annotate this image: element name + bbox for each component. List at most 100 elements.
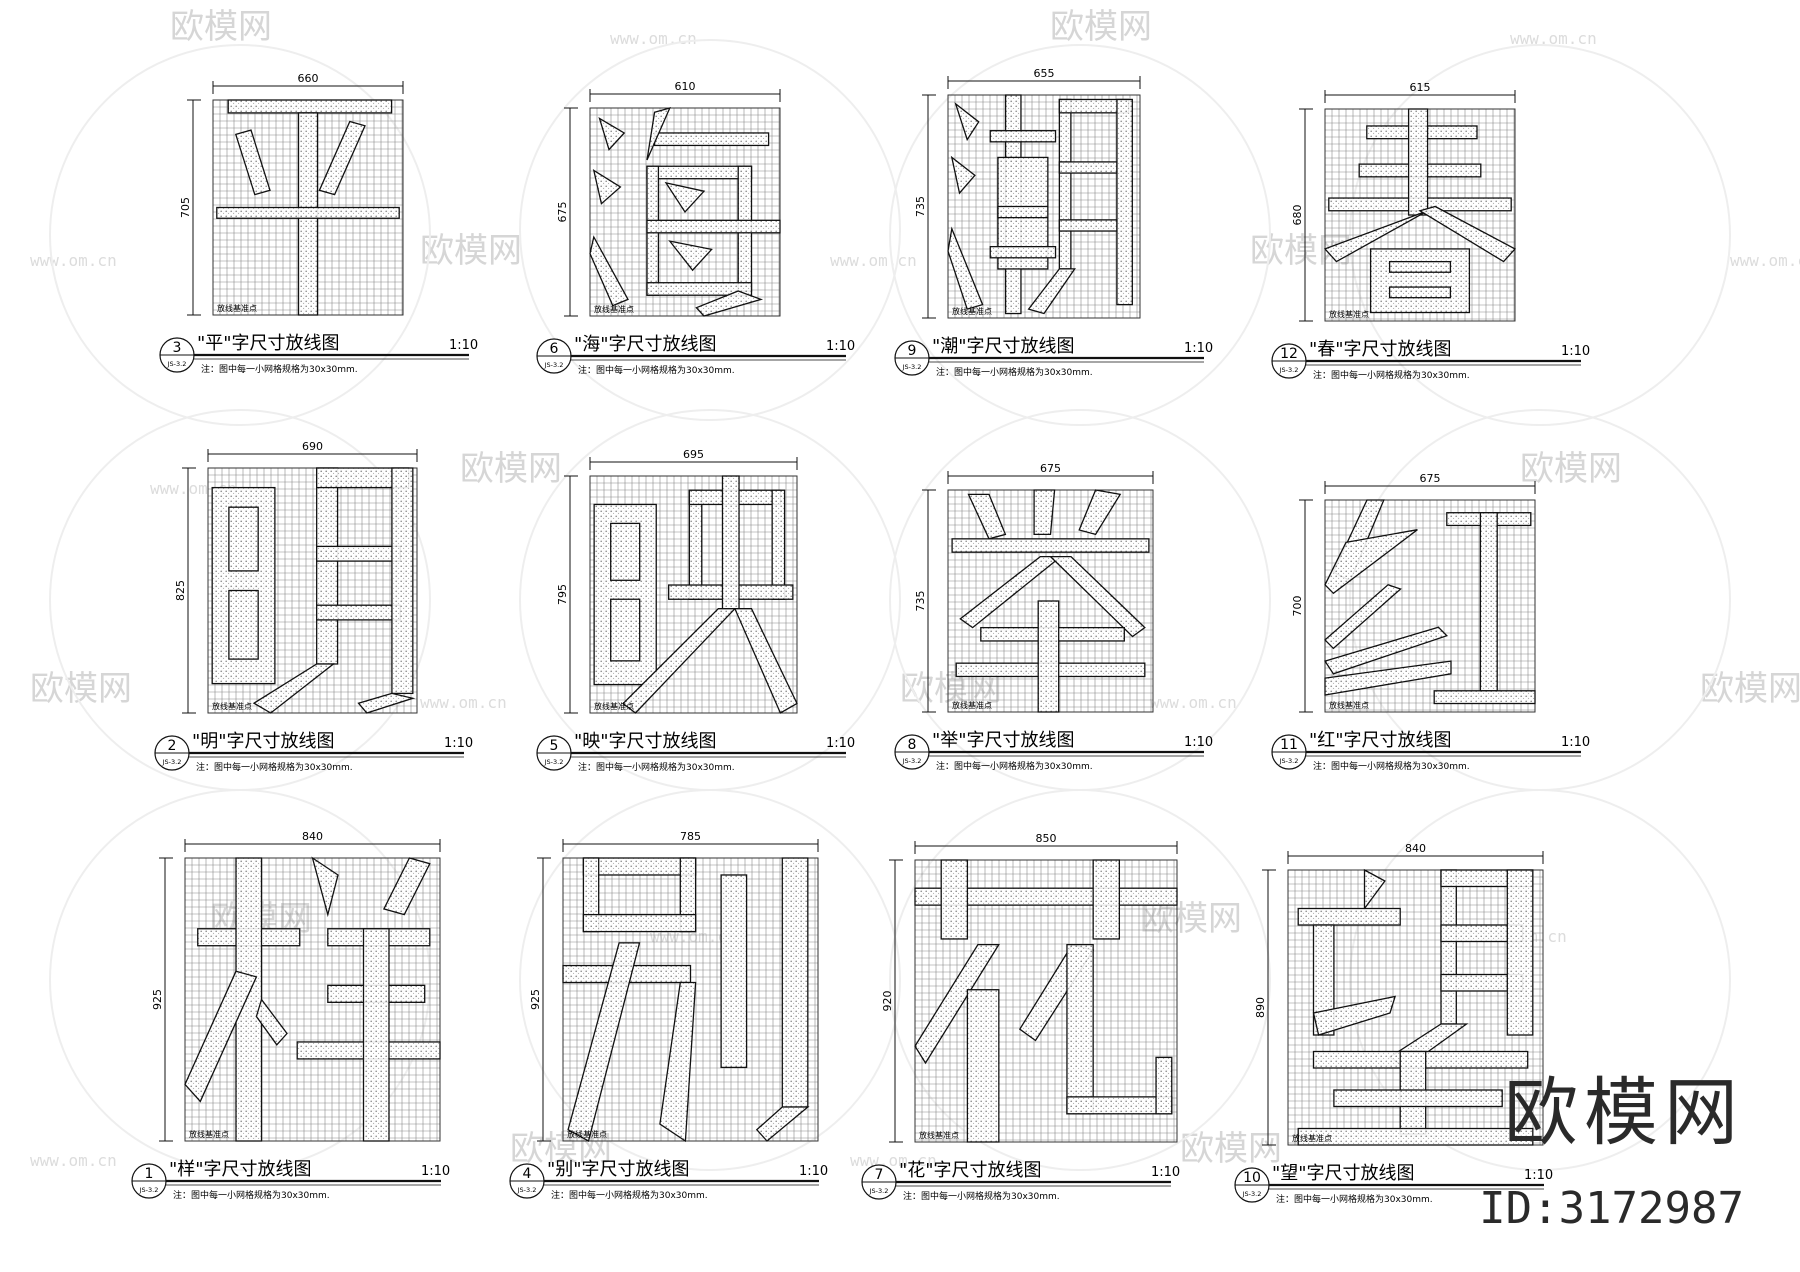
grid-note: 注：图中每一小网格规格为30x30mm. [903, 1190, 1060, 1202]
detail-number: 7 [875, 1167, 884, 1183]
stroke-segment [989, 245, 1057, 259]
watermark-url-faint: www.om.cn [30, 251, 117, 270]
stroke-segment [646, 282, 753, 296]
width-dimension: 610 [675, 80, 696, 93]
panel-title: "平"字尺寸放线图 [197, 333, 340, 354]
watermark-arc [889, 44, 1271, 426]
origin-label: 放线基准点 [217, 303, 257, 313]
sheet-ref: JS-3.2 [1242, 1190, 1262, 1198]
detail-number: 3 [173, 340, 182, 356]
grid-note: 注：图中每一小网格规格为30x30mm. [201, 363, 358, 375]
stroke-segment [382, 857, 431, 916]
width-dimension: 690 [302, 440, 323, 453]
origin-label: 放线基准点 [567, 1129, 607, 1139]
sheet-ref: JS-3.2 [517, 1186, 537, 1194]
detail-number: 1 [145, 1166, 154, 1182]
height-dimension: 735 [914, 196, 927, 217]
panel-title: "别"字尺寸放线图 [547, 1159, 690, 1180]
character-outline [211, 467, 416, 714]
panel-title: "明"字尺寸放线图 [192, 731, 335, 752]
scale-label: 1:10 [1561, 735, 1590, 750]
watermark-arc [1349, 789, 1731, 1171]
scale-label: 1:10 [1151, 1165, 1180, 1180]
sheet-ref: JS-3.2 [902, 363, 922, 371]
watermark-logo-faint: 欧模网 [1520, 449, 1622, 489]
watermark-arc [49, 44, 431, 426]
stroke-segment [947, 226, 984, 310]
watermark-url-faint: www.om.cn [1730, 251, 1800, 270]
stroke-segment [1324, 660, 1452, 696]
stroke-segment [997, 205, 1049, 219]
height-dimension: 700 [1291, 596, 1304, 617]
width-dimension: 785 [680, 830, 701, 843]
width-dimension: 850 [1036, 832, 1057, 845]
watermark-url-faint: www.om.cn [610, 29, 697, 48]
stroke-segment [1116, 98, 1133, 306]
watermark-logo-faint: 欧模网 [420, 231, 522, 271]
stroke-segment [950, 155, 976, 195]
stroke-segment [1027, 268, 1076, 315]
watermark-arc [519, 789, 901, 1171]
origin-label: 放线基准点 [952, 700, 992, 710]
panel-title: "映"字尺寸放线图 [574, 731, 717, 752]
detail-number: 4 [523, 1166, 532, 1182]
detail-number: 2 [168, 738, 177, 754]
stroke-segment [1323, 626, 1448, 675]
stroke-segment [1078, 489, 1122, 536]
stroke-segment [1440, 869, 1457, 1025]
origin-label: 放线基准点 [1292, 1133, 1332, 1143]
scale-label: 1:10 [449, 338, 478, 353]
stroke-segment [720, 874, 748, 1069]
grid-note: 注：图中每一小网格规格为30x30mm. [578, 364, 735, 376]
stroke-segment [582, 857, 697, 876]
width-dimension: 655 [1034, 67, 1055, 80]
stroke-segment [316, 604, 401, 621]
stroke-segment [1506, 869, 1534, 1036]
origin-label: 放线基准点 [189, 1129, 229, 1139]
stroke-segment [989, 130, 1057, 143]
scale-label: 1:10 [1184, 341, 1213, 356]
height-dimension: 825 [174, 580, 187, 601]
grid-border [914, 859, 1178, 1143]
stroke-segment [733, 608, 798, 714]
stroke-segment [255, 998, 288, 1046]
grid-border [207, 467, 418, 714]
stroke-segment [967, 493, 1007, 540]
stroke-segment [1058, 161, 1118, 174]
stroke-segment [721, 475, 740, 610]
character-outline [589, 107, 781, 317]
watermark-logo-faint: 欧模网 [1700, 669, 1800, 709]
stroke-segment [1312, 924, 1335, 1036]
stroke-segment [1058, 219, 1118, 232]
stroke-segment [216, 206, 400, 219]
grid-note: 注：图中每一小网格规格为30x30mm. [936, 366, 1093, 378]
height-dimension: 705 [179, 197, 192, 218]
width-dimension: 660 [298, 72, 319, 85]
character-outline [1323, 499, 1536, 705]
stroke-segment [227, 99, 393, 114]
grid-border [589, 475, 798, 714]
detail-number: 12 [1280, 346, 1298, 362]
stroke-segment [234, 129, 271, 196]
grid-border [947, 94, 1141, 319]
sheet-ref: JS-3.2 [544, 758, 564, 766]
sheet-ref: JS-3.2 [869, 1187, 889, 1195]
stroke-segment [228, 506, 259, 572]
sheet-ref: JS-3.2 [139, 1186, 159, 1194]
grid-note: 注：图中每一小网格规格为30x30mm. [936, 760, 1093, 772]
panel-title: "样"字尺寸放线图 [169, 1159, 312, 1180]
panel-title: "举"字尺寸放线图 [932, 730, 1075, 751]
watermark-url-faint: www.om.cn [1150, 693, 1237, 712]
stroke-segment [357, 692, 416, 714]
stroke-segment [598, 116, 626, 151]
stroke-segment [966, 989, 1000, 1143]
watermark-brand: 欧模网 [1504, 1070, 1744, 1156]
stroke-segment [688, 489, 703, 600]
stroke-segment [1312, 995, 1397, 1036]
